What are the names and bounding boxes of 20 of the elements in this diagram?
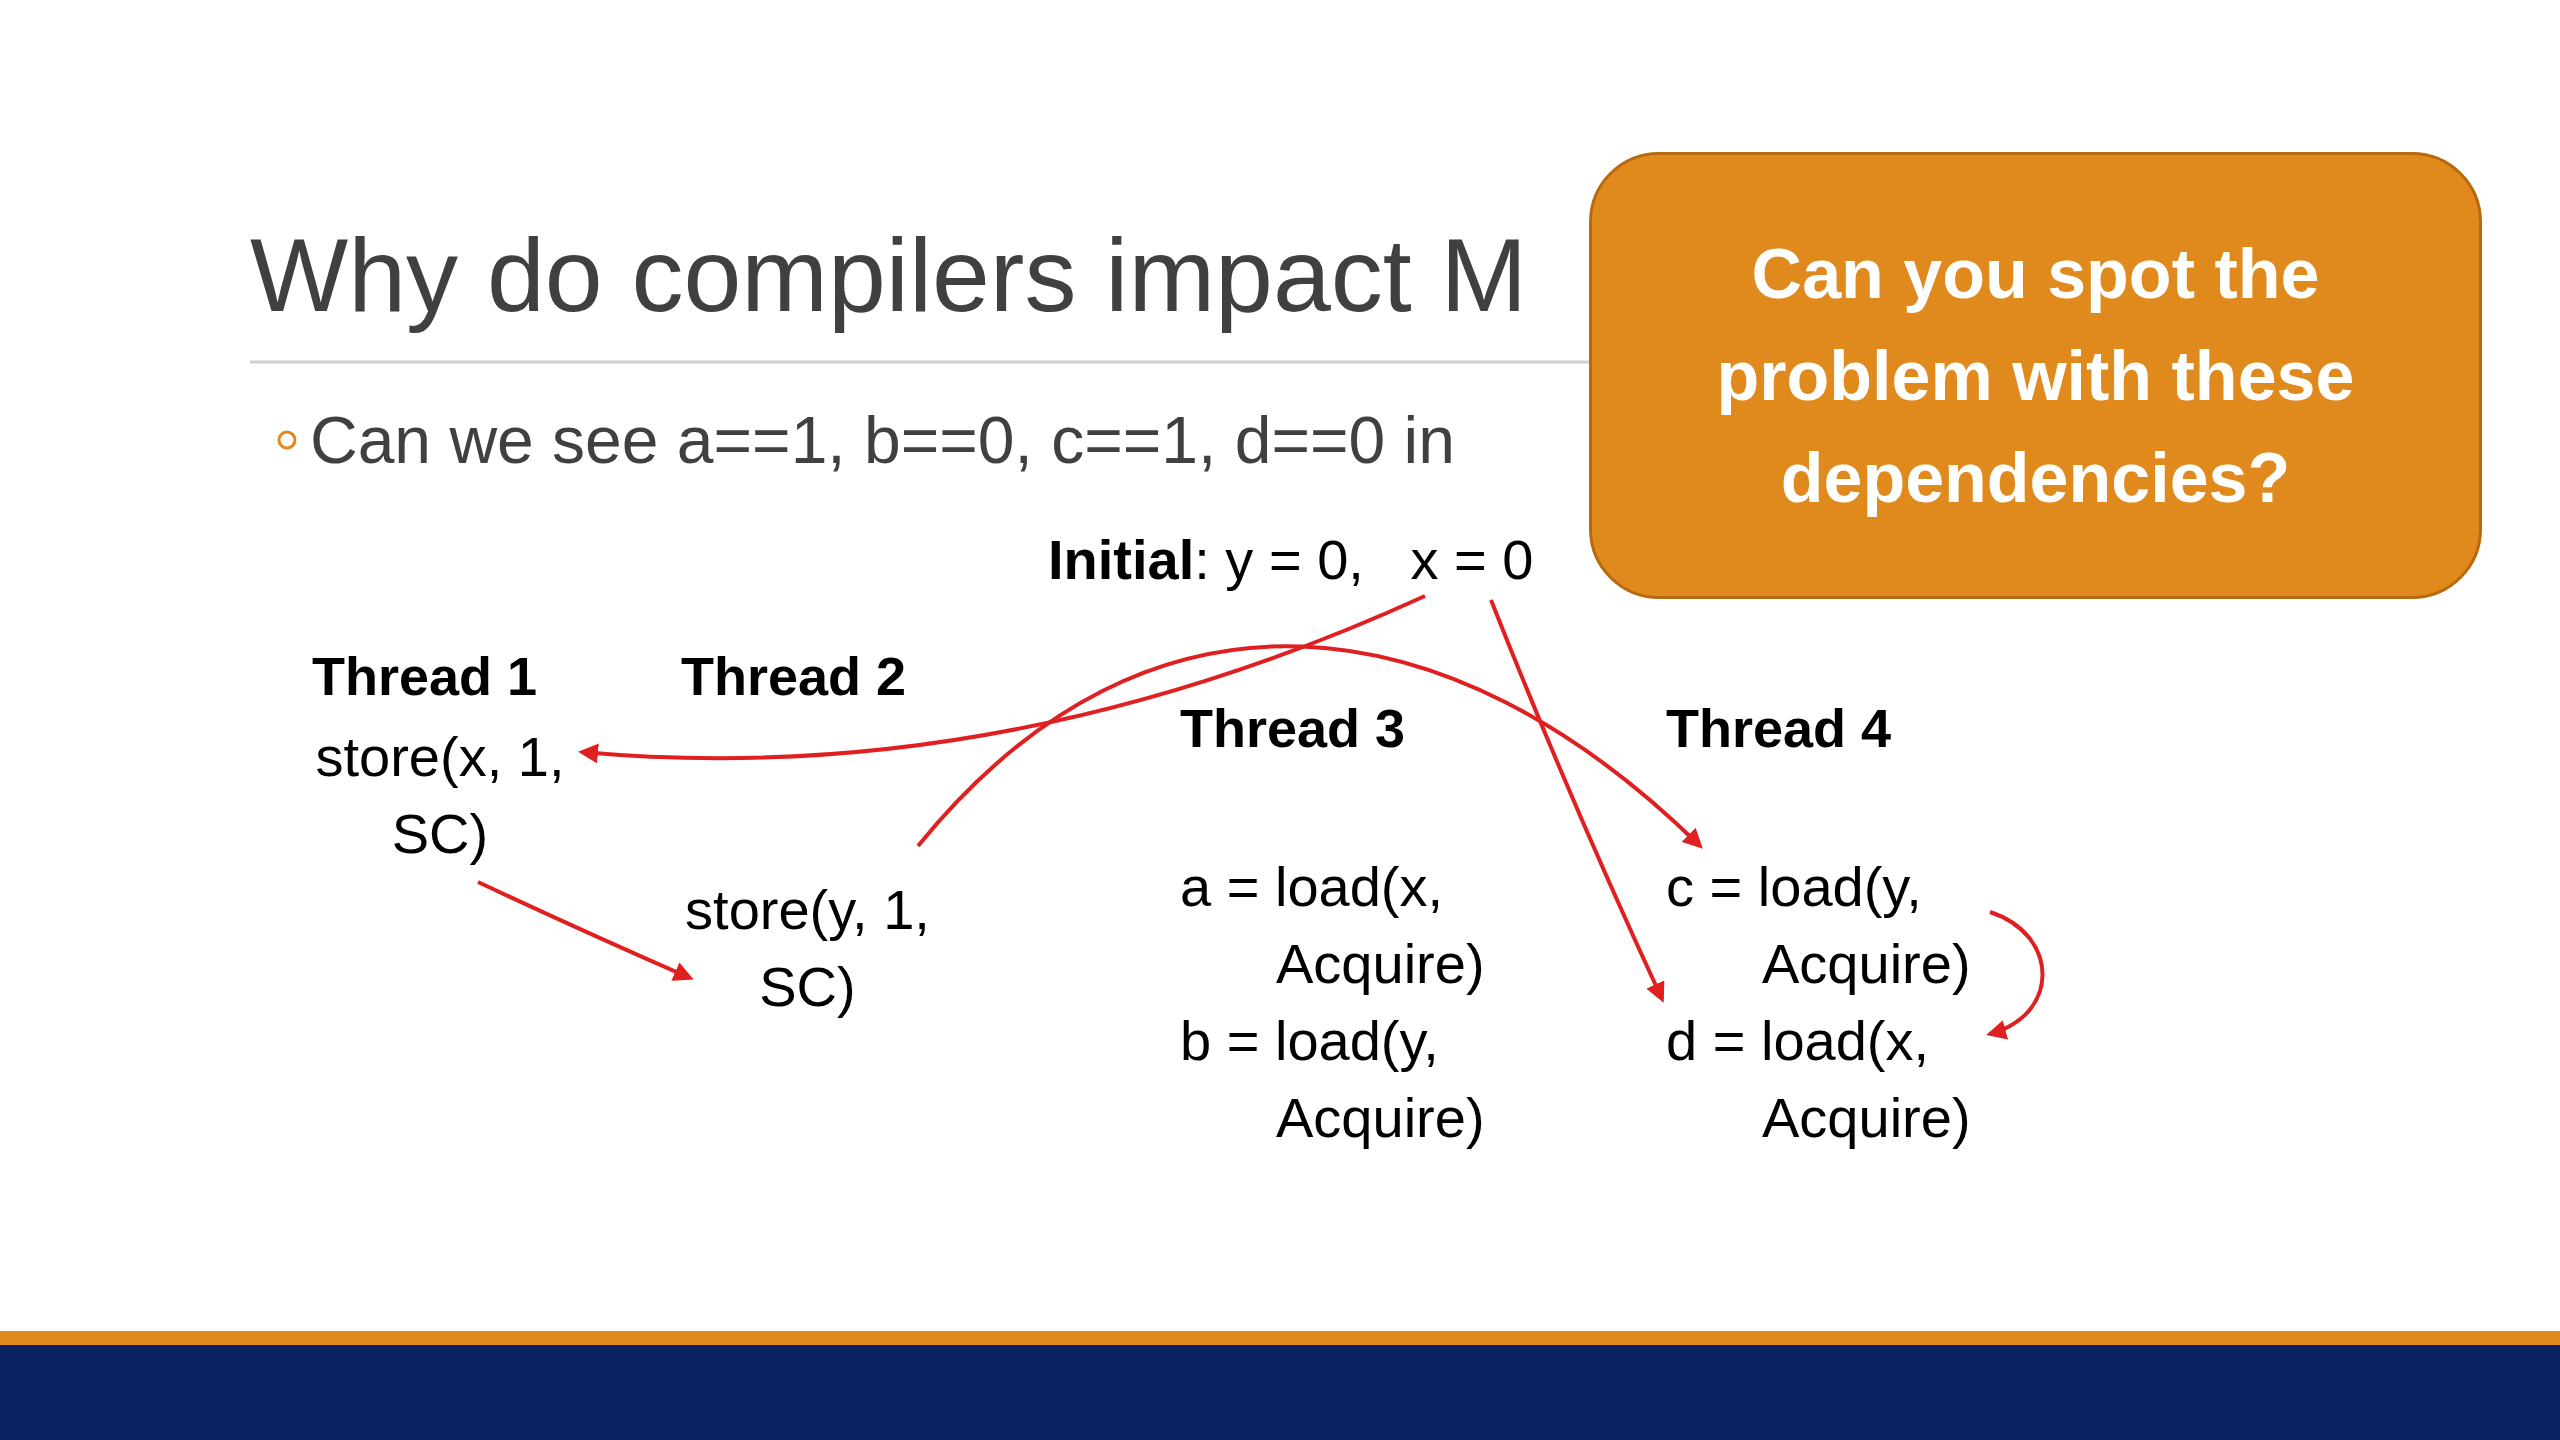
- arrow: [916, 644, 1703, 849]
- code-statement: b = load(y, Acquire): [1180, 1008, 1486, 1151]
- code-statement: c = load(y, Acquire): [1666, 848, 2006, 1002]
- code-statement: store(x, 1, SC): [300, 718, 580, 872]
- arrow: [1489, 599, 1665, 1003]
- code-statement: store(y, 1, SC): [670, 871, 945, 1025]
- callout-text: Can you spot the problem with these dependencies?: [1715, 233, 2356, 519]
- arrow: [578, 594, 1426, 764]
- initial-values: Initial: y = 0, x = 0: [1048, 525, 1548, 595]
- thread-heading: Thread 4: [1666, 697, 1892, 759]
- thread-heading: Thread 1: [312, 645, 538, 707]
- arrow: [1986, 910, 2045, 1038]
- code-statement: d = load(x, Acquire): [1666, 1002, 2006, 1156]
- code-statement: a = load(x, Acquire): [1180, 854, 1486, 997]
- thread-heading: Thread 3: [1180, 697, 1406, 759]
- bullet-point-text: Can we see a==1, b==0, c==1, d==0 in: [310, 402, 1455, 479]
- thread-heading: Thread 2: [681, 645, 907, 707]
- slide-title: Why do compilers impact M: [250, 216, 1528, 335]
- arrow: [477, 880, 694, 981]
- callout-box: [1589, 152, 2482, 599]
